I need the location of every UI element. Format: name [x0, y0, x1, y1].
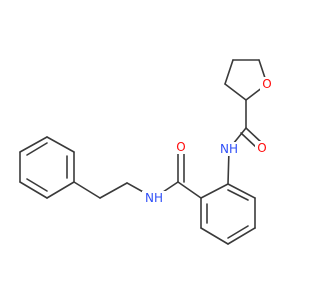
- atom-labels: O O O NH NH: [142, 77, 274, 205]
- phenyl-inner-bond-3: [26, 142, 48, 156]
- phenyl-inner-bond-2: [26, 178, 48, 192]
- phenyl-bond-4: [19, 136, 48, 153]
- ethyl-to-phenyl-bond: [73, 181, 101, 199]
- right-carbonyl-double-bond-b: [240, 132, 258, 149]
- upper-nh-label-background: [217, 142, 241, 156]
- left-carbonyl-oxygen-label: O: [176, 140, 185, 154]
- phenyl-bond-1: [46, 181, 75, 199]
- right-carbonyl-double-bond-a: [245, 127, 263, 144]
- right-carbonyl-oxygen-label-background: [255, 141, 269, 155]
- ring-oxygen-label-background: [260, 77, 274, 91]
- benzene-inner-bond-2: [227, 225, 249, 239]
- benzene-bond-4: [227, 227, 256, 245]
- upper-nh-label: NH: [220, 142, 238, 156]
- benzene-bond-6: [227, 183, 256, 199]
- thf-bond-5: [224, 59, 234, 85]
- lower-nh-label-background: [142, 191, 166, 205]
- lower-nh-label: NH: [145, 191, 163, 205]
- right-carbonyl-oxygen-label: O: [257, 141, 266, 155]
- ring-oxygen-label: O: [262, 77, 271, 91]
- benzene-to-left-carbonyl-bond: [177, 181, 202, 199]
- chemical-structure-diagram: O O O NH NH: [19, 59, 274, 245]
- left-carbonyl-oxygen-label-background: [174, 140, 188, 154]
- ethyl-bond: [99, 182, 128, 199]
- phenyl-bond-2: [19, 181, 48, 199]
- benzene-inner-bond-3: [227, 189, 249, 201]
- benzene-bond-1: [200, 183, 229, 199]
- benzene-bond-3: [200, 227, 229, 245]
- thf-bond-4: [224, 83, 247, 101]
- phenyl-bond-5: [46, 136, 75, 153]
